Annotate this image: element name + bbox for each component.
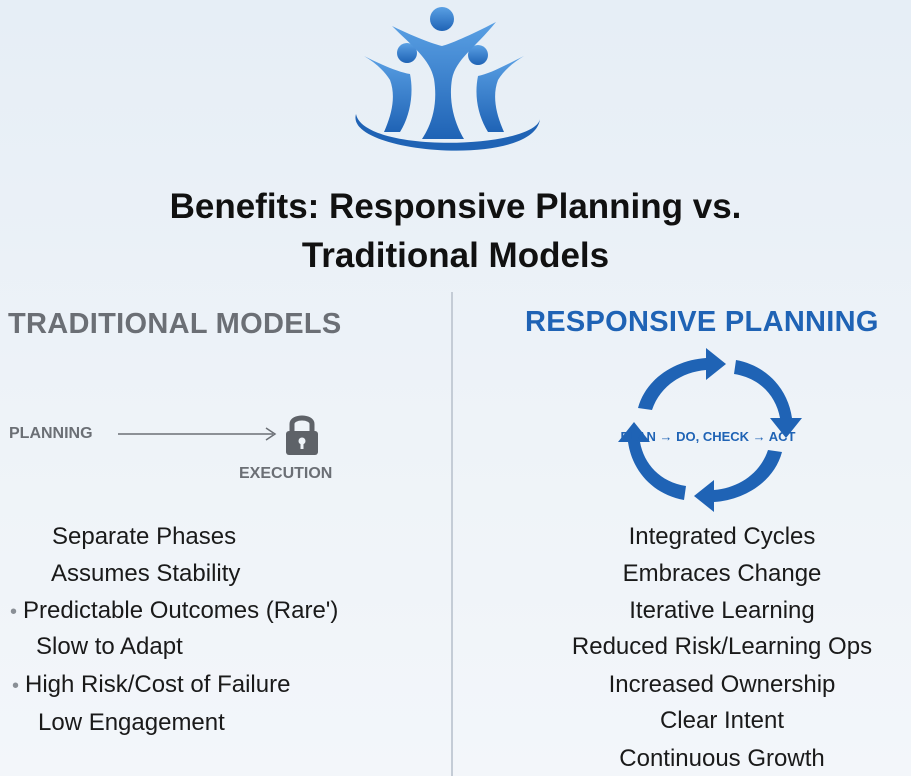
list-item: Slow to Adapt <box>36 633 183 660</box>
bullet-icon: • <box>10 601 18 623</box>
cycle-arrows-icon <box>598 340 818 520</box>
people-group-logo-icon <box>344 4 544 164</box>
bullet-icon: • <box>12 675 20 697</box>
list-item: Continuous Growth <box>619 745 825 772</box>
list-item: •High Risk/Cost of Failure <box>12 671 291 698</box>
list-item: Clear Intent <box>659 707 785 734</box>
list-item: Iterative Learning <box>629 597 815 624</box>
planning-label: PLANNING <box>9 425 93 442</box>
column-divider <box>451 292 453 776</box>
list-item: •Predictable Outcomes (Rare') <box>10 597 339 624</box>
list-item: Embraces Change <box>622 560 822 587</box>
list-item: Low Engagement <box>38 709 225 736</box>
list-item: Assumes Stability <box>51 560 241 587</box>
cycle-label: PLAN → DO, CHECK → ACT <box>620 429 796 444</box>
list-item: Integrated Cycles <box>628 523 816 550</box>
execution-label: EXECUTION <box>239 465 333 482</box>
page-title-line-1: Benefits: Responsive Planning vs. <box>169 187 742 226</box>
list-item: Reduced Risk/Learning Ops <box>571 633 873 660</box>
list-item: Separate Phases <box>52 523 237 550</box>
traditional-models-heading: TRADITIONAL MODELS <box>8 308 342 340</box>
lock-icon <box>284 412 320 456</box>
list-item: Increased Ownership <box>608 671 836 698</box>
page-title-line-2: Traditional Models <box>301 236 610 275</box>
responsive-planning-heading: RESPONSIVE PLANNING <box>525 306 879 338</box>
arrow-right-icon <box>118 425 283 443</box>
